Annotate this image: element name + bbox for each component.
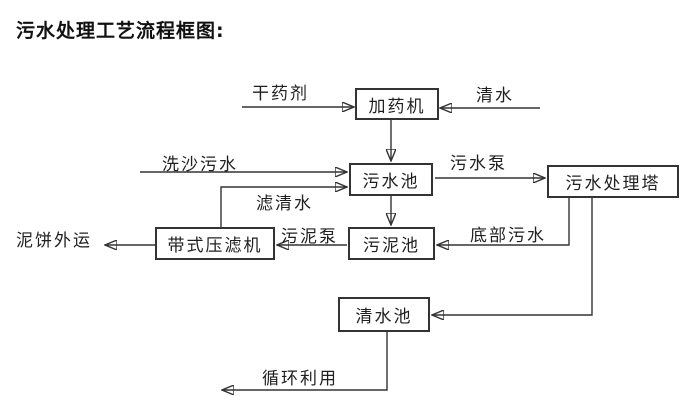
node-belt-filter-press: 带式压滤机	[155, 227, 275, 260]
node-label: 清水池	[355, 307, 413, 327]
edge-label-sewage-pump: 污水泵	[450, 154, 507, 174]
node-label: 污水池	[362, 172, 420, 192]
node-label: 加药机	[368, 96, 426, 117]
node-sewage-pool: 污水池	[349, 163, 433, 196]
page-title: 污水处理工艺流程框图:	[16, 20, 225, 42]
edge-label-dry-agent: 干药剂	[252, 84, 309, 104]
node-dosing-machine: 加药机	[355, 88, 439, 120]
node-label: 污水处理塔	[565, 174, 661, 194]
edge-label-recycle-use: 循环利用	[262, 369, 338, 389]
node-clean-water-pool: 清水池	[338, 297, 430, 332]
edge-label-sludge-pump: 污泥泵	[281, 227, 338, 247]
edge-label-bottom-sewage: 底部污水	[470, 226, 546, 246]
edge-label-sand-washing-sewage: 洗沙污水	[162, 155, 238, 175]
edge-recycle-use-arrow	[222, 332, 388, 390]
edge-bottom-sewage-arrow	[437, 198, 570, 245]
edge-label-filtered-water: 滤清水	[256, 194, 313, 214]
node-treatment-tower: 污水处理塔	[547, 165, 679, 198]
node-label: 污泥池	[363, 236, 420, 256]
edge-label-mud-cake-out: 泥饼外运	[16, 231, 92, 251]
node-sludge-pool: 污泥池	[348, 227, 435, 260]
edge-label-clean-water: 清水	[476, 86, 514, 106]
node-label: 带式压滤机	[167, 236, 263, 256]
edge-tower-to-clean-water-pool-arrow	[432, 198, 593, 315]
edge-filtered-water-arrow	[220, 187, 347, 227]
